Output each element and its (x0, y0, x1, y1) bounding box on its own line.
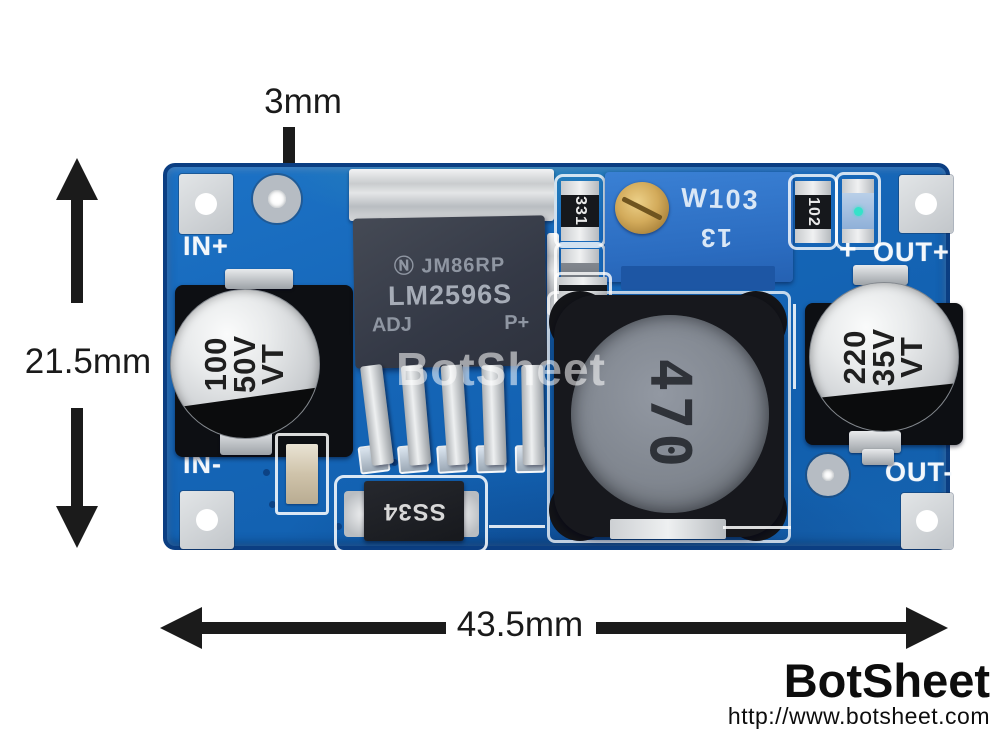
diode-silkscreen-box (334, 475, 488, 553)
trimpot: W103 13 (605, 172, 793, 290)
smd-resistor-102: 102 (788, 174, 838, 250)
output-capacitor-lead-chip (862, 449, 894, 465)
silkscreen-line (723, 526, 791, 529)
trimpot-marking-bottom: 13 (699, 223, 732, 253)
via (391, 459, 398, 466)
pad-hole (195, 193, 217, 215)
output-capacitor-lead-top (853, 265, 908, 285)
ic-heatsink-tab (349, 169, 554, 221)
smd-resistor-marking: 102 (804, 197, 822, 227)
silkscreen-label-out-plus: OUT+ (873, 237, 950, 267)
screw-slot (621, 195, 663, 221)
arrow-up-icon (56, 158, 98, 200)
smd-terminal (842, 179, 874, 193)
silkscreen-label-out-minus: OUT- (885, 457, 954, 487)
width-arrow-left-shaft (198, 622, 446, 634)
inductor-terminal (610, 519, 726, 539)
smd-terminal (795, 181, 831, 195)
pad-hole (915, 193, 937, 215)
led-die (853, 206, 863, 216)
ic-adj-marking: ADJ (371, 313, 413, 336)
arrow-left-icon (160, 607, 202, 649)
smd-terminal (561, 249, 599, 263)
corner-pad-bottom-left (180, 491, 234, 549)
mounting-hole-top-left (253, 175, 301, 223)
via (269, 501, 276, 508)
trimpot-wiper-slot (621, 266, 775, 290)
height-arrow-upper-shaft (71, 196, 83, 303)
smd-terminal (842, 229, 874, 243)
pad-hole (916, 510, 938, 532)
corner-pad-top-left (179, 174, 233, 234)
output-capacitor-lead-bottom (849, 431, 901, 453)
smd-led (835, 172, 881, 250)
silkscreen-label-in-plus: IN+ (183, 231, 229, 261)
cap-series: VT (255, 343, 291, 385)
ic-lot-code: JM86RP (421, 253, 506, 277)
smd-terminal (561, 227, 599, 241)
hole-diameter-label: 3mm (264, 82, 342, 121)
inductor-marking: 470 (637, 357, 703, 471)
arrow-down-icon (56, 506, 98, 548)
silkscreen-line (489, 525, 545, 528)
trimpot-screw (615, 182, 669, 234)
smd-terminal (795, 229, 831, 243)
board-height-label: 21.5mm (24, 342, 152, 381)
arrow-right-icon (906, 607, 948, 649)
corner-pad-top-right (899, 175, 953, 233)
ic-marking-row3: ADJ P+ (372, 311, 530, 337)
diode-marking: SS34 (382, 498, 446, 525)
input-capacitor-marking: 100 50V VT (171, 290, 319, 438)
via (335, 523, 342, 530)
height-arrow-lower-shaft (71, 408, 83, 508)
led-lens (842, 193, 874, 229)
output-capacitor: 220 35V VT (809, 282, 959, 432)
brand-url: http://www.botsheet.com (727, 703, 990, 729)
smd-resistor-331: 331 (554, 174, 606, 248)
inductor-core: 470 (571, 315, 769, 513)
brand-name: BotSheet (783, 654, 990, 707)
width-arrow-right-shaft (596, 622, 908, 634)
mlcc-capacitor (286, 444, 318, 504)
ic-part-number: LM2596S (387, 278, 513, 311)
output-capacitor-marking: 220 35V VT (810, 283, 958, 431)
trimpot-marking-top: W103 (680, 182, 761, 216)
via (263, 469, 270, 476)
watermark: BotSheet (396, 343, 606, 395)
smd-terminal (559, 277, 607, 285)
corner-pad-bottom-right (901, 493, 953, 549)
inductor-silkscreen-box (547, 291, 791, 543)
ic-marking-row1: Ⓝ JM86RP (394, 248, 506, 279)
pad-hole (196, 509, 218, 531)
smd-resistor-marking: 331 (571, 196, 589, 226)
input-capacitor: 100 50V VT (170, 289, 320, 439)
pcb-board: IN+ IN- + OUT+ OUT- 100 50V VT (163, 163, 963, 553)
mlcc-silkscreen-box (275, 433, 329, 515)
silkscreen-line (793, 304, 796, 389)
input-capacitor-lead-top (225, 269, 293, 289)
national-semi-logo-icon: Ⓝ (393, 255, 416, 278)
mounting-hole-bottom-right (807, 454, 849, 496)
ic-plant-code: P+ (504, 311, 530, 334)
cap-series: VT (894, 336, 930, 378)
smd-terminal (561, 181, 599, 195)
board-width-label: 43.5mm (456, 605, 584, 644)
diode: SS34 (364, 481, 464, 541)
